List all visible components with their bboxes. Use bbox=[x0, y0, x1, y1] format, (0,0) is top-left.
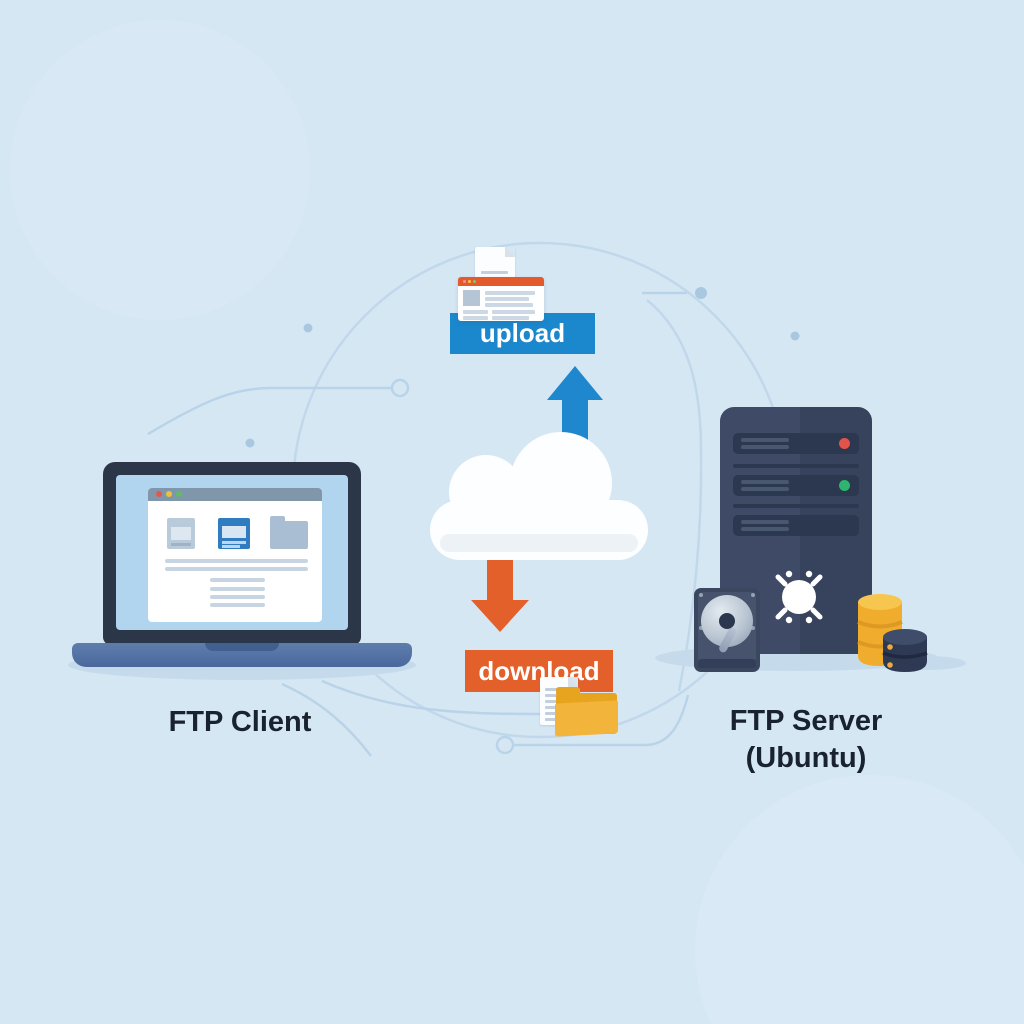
text-line bbox=[485, 303, 533, 307]
text-line bbox=[165, 559, 308, 563]
download-label: download bbox=[465, 650, 613, 692]
circuit-dots bbox=[245, 287, 800, 448]
window-dot-icon bbox=[468, 280, 471, 283]
database-icon bbox=[882, 629, 928, 672]
file-icon bbox=[218, 518, 250, 549]
folder-icon bbox=[270, 516, 308, 549]
text-line bbox=[165, 567, 308, 571]
cloud-icon bbox=[430, 432, 648, 560]
text-line bbox=[485, 291, 535, 295]
window-dot-icon bbox=[463, 280, 466, 283]
window-maximize-icon bbox=[176, 491, 182, 497]
hard-drive-icon bbox=[694, 588, 760, 672]
download-arrow-icon bbox=[471, 551, 529, 632]
server-caption-line2: (Ubuntu) bbox=[745, 742, 867, 774]
window-minimize-icon bbox=[166, 491, 172, 497]
status-led-red bbox=[839, 438, 850, 449]
browser-titlebar bbox=[458, 277, 544, 286]
server-vent bbox=[733, 464, 859, 468]
text-line bbox=[210, 578, 265, 582]
text-line bbox=[210, 595, 265, 599]
image-placeholder bbox=[463, 290, 480, 306]
server-vent bbox=[733, 504, 859, 508]
browser-titlebar bbox=[148, 488, 322, 501]
soft-blob bbox=[10, 20, 310, 320]
text-line bbox=[485, 297, 529, 301]
upload-arrow-icon bbox=[547, 366, 603, 446]
window-dot-icon bbox=[473, 280, 476, 283]
text-line bbox=[492, 316, 529, 320]
text-line bbox=[210, 603, 265, 607]
server-caption-line1: FTP Server bbox=[729, 705, 883, 737]
server-caption: FTP Server (Ubuntu) bbox=[640, 703, 972, 777]
disk-platter bbox=[701, 595, 753, 654]
soft-blob bbox=[695, 775, 1024, 1024]
file-icon bbox=[167, 518, 195, 549]
server-bay bbox=[733, 515, 859, 536]
laptop-notch bbox=[205, 643, 279, 651]
window-close-icon bbox=[156, 491, 162, 497]
text-line bbox=[463, 310, 488, 314]
folder-front bbox=[555, 700, 618, 737]
text-line bbox=[492, 310, 535, 314]
text-line bbox=[463, 316, 488, 320]
browser-window-icon bbox=[148, 488, 322, 622]
text-line bbox=[210, 587, 265, 591]
server-bay bbox=[733, 433, 859, 454]
server-bay bbox=[733, 475, 859, 496]
client-caption: FTP Client bbox=[168, 706, 312, 738]
status-led-green bbox=[839, 480, 850, 491]
ubuntu-logo-icon bbox=[775, 570, 823, 624]
